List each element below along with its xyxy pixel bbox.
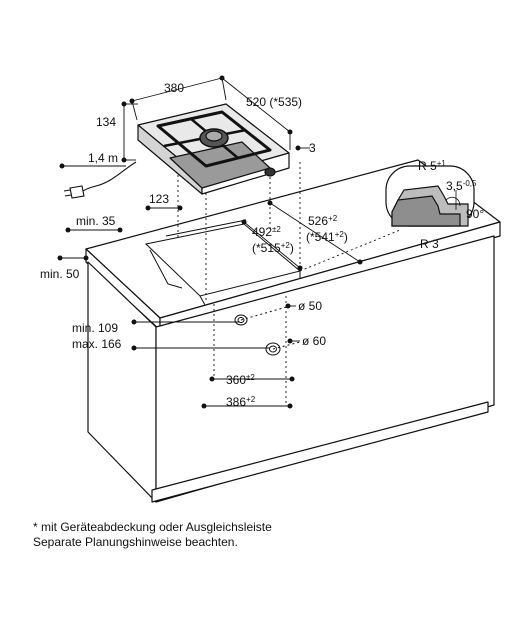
dimension-markers — [57, 75, 363, 409]
dim-height-134: 134 — [96, 115, 116, 129]
dim-dia-60: ø 60 — [302, 334, 326, 348]
dim-max-166: max. 166 — [72, 337, 122, 351]
dim-cutout-541: (*541+2) — [306, 230, 348, 244]
pan-support — [156, 110, 272, 168]
dim-cutout-492: 492±2 — [252, 225, 281, 239]
dim-radius-5: R 5+1 — [418, 159, 446, 173]
dimension-lines — [60, 77, 361, 407]
dim-radius-3: R 3 — [420, 237, 439, 251]
dim-cutout-526: 526+2 — [308, 214, 338, 228]
dim-min-35: min. 35 — [76, 214, 116, 228]
dim-offset-123: 123 — [149, 192, 169, 206]
dim-cutout-515: (*515+2) — [252, 241, 294, 255]
dim-cable-length: 1,4 m — [88, 151, 118, 165]
plinth — [151, 401, 489, 503]
power-cable — [63, 161, 137, 199]
dim-width-360: 360±2 — [226, 373, 255, 387]
dim-width-380: 380 — [164, 81, 184, 95]
edge-detail — [385, 165, 475, 227]
gas-hob — [137, 103, 290, 195]
cabinet-side — [155, 235, 495, 503]
dim-gap-3: 3 — [309, 141, 316, 155]
note-cover-strip: * mit Geräteabdeckung oder Ausgleichslei… — [33, 520, 272, 534]
control-knob — [264, 167, 276, 177]
note-planning: Separate Planungshinweise beachten. — [33, 535, 238, 549]
dim-depth-520: 520 (*535) — [246, 95, 302, 109]
dim-edge-3-5: 3,5-0,5 — [446, 179, 477, 193]
plug-icon — [69, 185, 85, 199]
dim-dia-50: ø 50 — [298, 299, 322, 313]
dim-min-50: min. 50 — [40, 267, 80, 281]
dim-angle-90: 90° — [466, 207, 484, 221]
connections — [234, 305, 301, 356]
dim-min-109: min. 109 — [72, 321, 118, 335]
dimension-labels: 380 520 (*535) 134 1,4 m 3 123 min. 35 m… — [40, 81, 484, 409]
dim-width-386: 386+2 — [226, 395, 256, 409]
